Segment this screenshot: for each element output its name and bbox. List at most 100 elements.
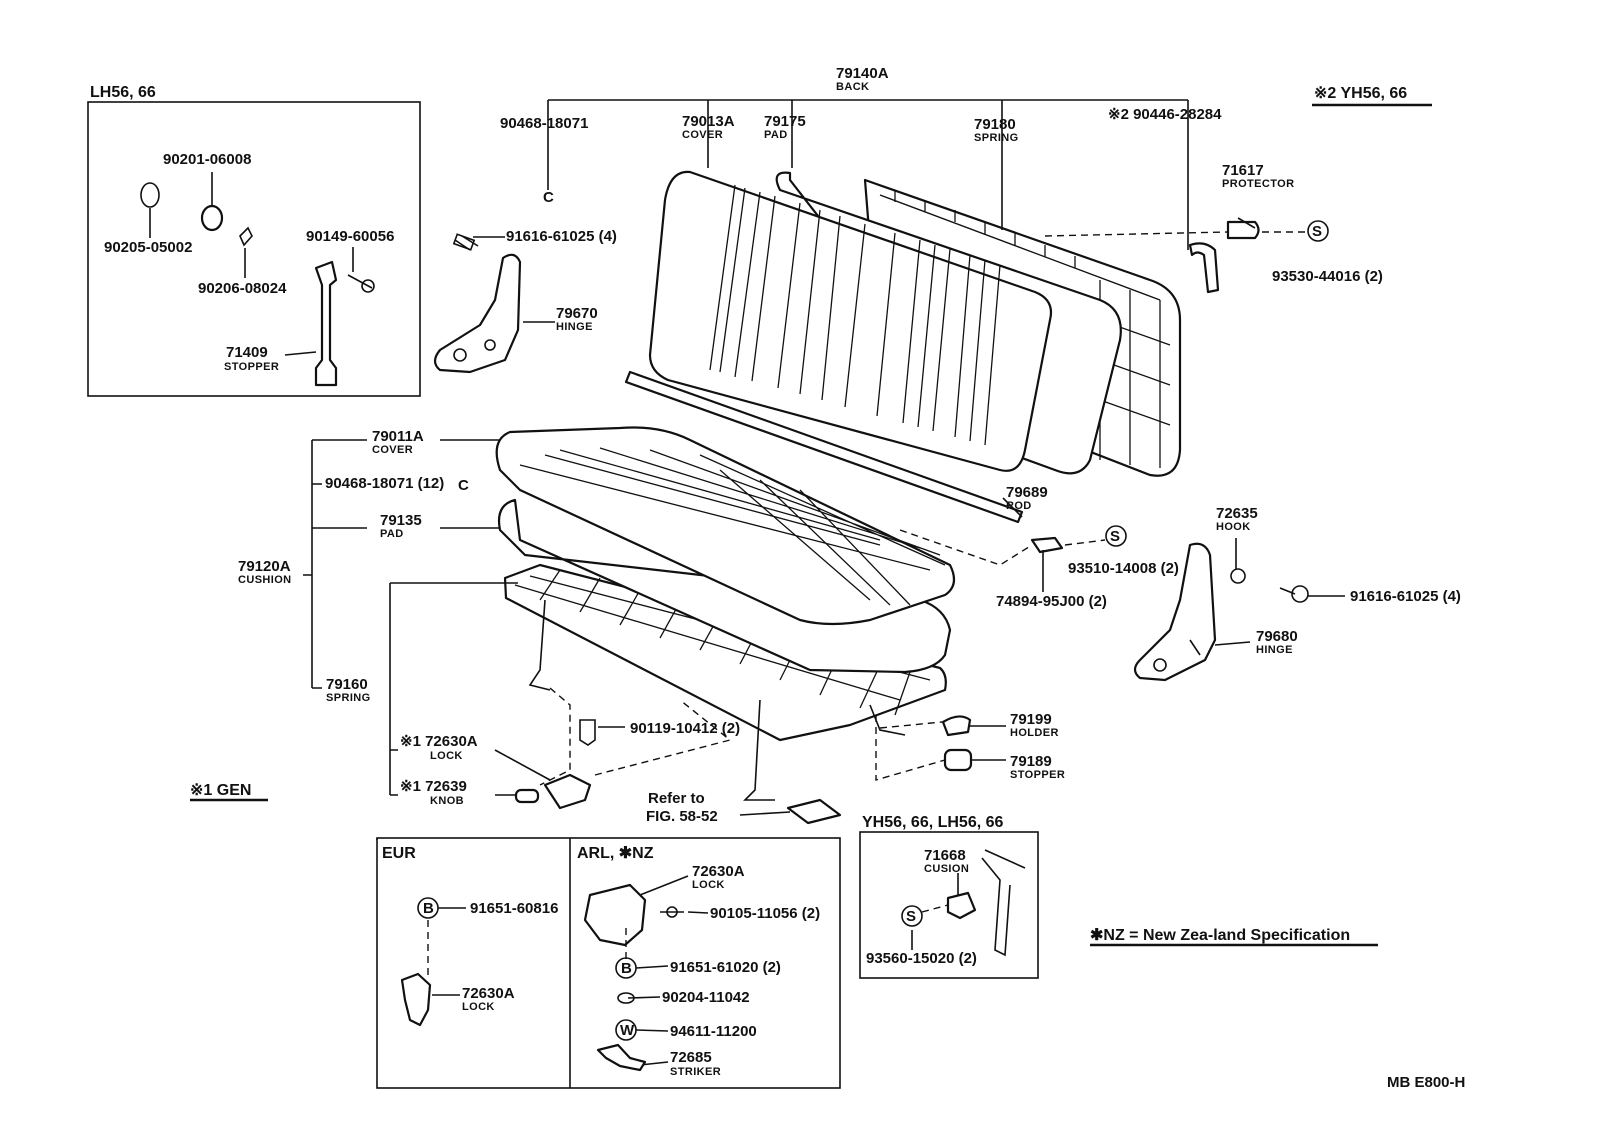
svg-text:S: S <box>906 908 916 925</box>
left-hinge <box>433 233 522 374</box>
svg-text:79135: 79135 <box>380 512 422 529</box>
stopper-right-part <box>943 748 973 772</box>
svg-text:BACK: BACK <box>836 81 869 93</box>
svg-text:YH56, 66, LH56, 66: YH56, 66, LH56, 66 <box>862 814 1004 831</box>
svg-text:Refer to: Refer to <box>648 790 705 807</box>
clip-74894 <box>1030 536 1064 554</box>
svg-text:79013A: 79013A <box>682 113 735 130</box>
svg-text:72630A: 72630A <box>462 985 515 1002</box>
svg-text:※1 72630A: ※1 72630A <box>400 733 478 750</box>
bolt-90119 <box>579 719 596 746</box>
svg-text:※1 72639: ※1 72639 <box>400 778 467 795</box>
svg-text:91651-60816: 91651-60816 <box>470 900 558 917</box>
svg-text:93560-15020 (2): 93560-15020 (2) <box>866 950 977 967</box>
right-hinge <box>1133 542 1309 682</box>
svg-text:HINGE: HINGE <box>1256 644 1293 656</box>
svg-text:ROD: ROD <box>1006 500 1032 512</box>
rod <box>624 370 1024 524</box>
svg-text:LOCK: LOCK <box>430 750 463 762</box>
svg-text:79199: 79199 <box>1010 711 1052 728</box>
symbol-circles <box>417 220 1329 1041</box>
svg-text:90204-11042: 90204-11042 <box>662 989 750 1006</box>
svg-text:90105-11056 (2): 90105-11056 (2) <box>710 905 820 922</box>
svg-text:94611-11200: 94611-11200 <box>670 1023 757 1040</box>
svg-text:LH56, 66: LH56, 66 <box>90 84 156 101</box>
svg-text:90149-60056: 90149-60056 <box>306 228 394 245</box>
svg-text:FIG. 58-52: FIG. 58-52 <box>646 808 718 825</box>
holder-part <box>941 715 972 737</box>
svg-text:91616-61025 (4): 91616-61025 (4) <box>506 228 617 245</box>
svg-text:HINGE: HINGE <box>556 321 593 333</box>
svg-text:79140A: 79140A <box>836 65 889 82</box>
svg-text:90468-18071: 90468-18071 <box>500 115 588 132</box>
svg-text:71409: 71409 <box>226 344 268 361</box>
svg-text:S: S <box>1110 528 1120 545</box>
lock-part <box>543 773 592 810</box>
cushion-spring-frame <box>503 563 947 801</box>
svg-text:72635: 72635 <box>1216 505 1258 522</box>
svg-text:91616-61025 (4): 91616-61025 (4) <box>1350 588 1461 605</box>
svg-text:CUSION: CUSION <box>924 863 969 875</box>
svg-text:90468-18071 (12): 90468-18071 (12) <box>325 475 444 492</box>
svg-text:STOPPER: STOPPER <box>224 361 279 373</box>
svg-text:CUSHION: CUSHION <box>238 574 292 586</box>
svg-text:COVER: COVER <box>372 444 413 456</box>
svg-text:C: C <box>458 477 469 494</box>
svg-text:PAD: PAD <box>764 129 788 141</box>
cushion-cover <box>495 426 956 626</box>
svg-text:※2 YH56, 66: ※2 YH56, 66 <box>1314 85 1407 102</box>
svg-text:S: S <box>1312 223 1322 240</box>
svg-text:91651-61020 (2): 91651-61020 (2) <box>670 959 781 976</box>
svg-text:※2 90446-28284: ※2 90446-28284 <box>1108 106 1222 123</box>
svg-text:B: B <box>621 960 632 977</box>
svg-text:90201-06008: 90201-06008 <box>163 151 251 168</box>
svg-text:✱NZ = New Zea-land Specificati: ✱NZ = New Zea-land Specification <box>1090 927 1350 944</box>
svg-text:93530-44016 (2): 93530-44016 (2) <box>1272 268 1383 285</box>
lh56-inset <box>87 101 421 397</box>
yh-lh-inset <box>859 831 1039 979</box>
svg-text:93510-14008 (2): 93510-14008 (2) <box>1068 560 1179 577</box>
svg-text:79180: 79180 <box>974 116 1016 133</box>
svg-text:LOCK: LOCK <box>692 879 725 891</box>
svg-text:PROTECTOR: PROTECTOR <box>1222 178 1294 190</box>
bracket-refer <box>786 798 842 825</box>
svg-text:STOPPER: STOPPER <box>1010 769 1065 781</box>
svg-text:PAD: PAD <box>380 528 404 540</box>
svg-text:COVER: COVER <box>682 129 723 141</box>
svg-text:71668: 71668 <box>924 847 966 864</box>
labels: 79140A BACK 90468-18071 C 79013A COVER 7… <box>90 65 1465 1091</box>
svg-text:C: C <box>543 189 554 206</box>
svg-text:W: W <box>620 1022 635 1039</box>
seat-back-cover <box>648 170 1053 472</box>
svg-text:72630A: 72630A <box>692 863 745 880</box>
svg-text:※1 GEN: ※1 GEN <box>190 782 251 799</box>
svg-text:79011A: 79011A <box>372 428 424 445</box>
svg-text:79680: 79680 <box>1256 628 1298 645</box>
svg-text:ARL, ✱NZ: ARL, ✱NZ <box>577 845 654 862</box>
protector-part <box>1226 220 1260 240</box>
svg-text:EUR: EUR <box>382 845 416 862</box>
svg-text:79175: 79175 <box>764 113 806 130</box>
svg-text:SPRING: SPRING <box>974 132 1019 144</box>
svg-text:79120A: 79120A <box>238 558 291 575</box>
svg-text:90205-05002: 90205-05002 <box>104 239 192 256</box>
rod-end-hook <box>1188 242 1220 294</box>
svg-text:B: B <box>423 900 434 917</box>
svg-text:90206-08024: 90206-08024 <box>198 280 287 297</box>
svg-text:SPRING: SPRING <box>326 692 371 704</box>
svg-text:74894-95J00 (2): 74894-95J00 (2) <box>996 593 1107 610</box>
eur-arl-inset <box>376 837 841 1089</box>
svg-text:MB E800-H: MB E800-H <box>1387 1074 1465 1091</box>
svg-text:71617: 71617 <box>1222 162 1264 179</box>
svg-text:79189: 79189 <box>1010 753 1052 770</box>
svg-text:79160: 79160 <box>326 676 368 693</box>
svg-text:90119-10412 (2): 90119-10412 (2) <box>630 720 740 737</box>
svg-text:79670: 79670 <box>556 305 598 322</box>
svg-text:79689: 79689 <box>1006 484 1048 501</box>
svg-text:HOLDER: HOLDER <box>1010 727 1059 739</box>
knob-part <box>514 788 540 804</box>
svg-text:LOCK: LOCK <box>462 1001 495 1013</box>
svg-text:KNOB: KNOB <box>430 795 464 807</box>
leader-lines <box>303 99 1345 816</box>
